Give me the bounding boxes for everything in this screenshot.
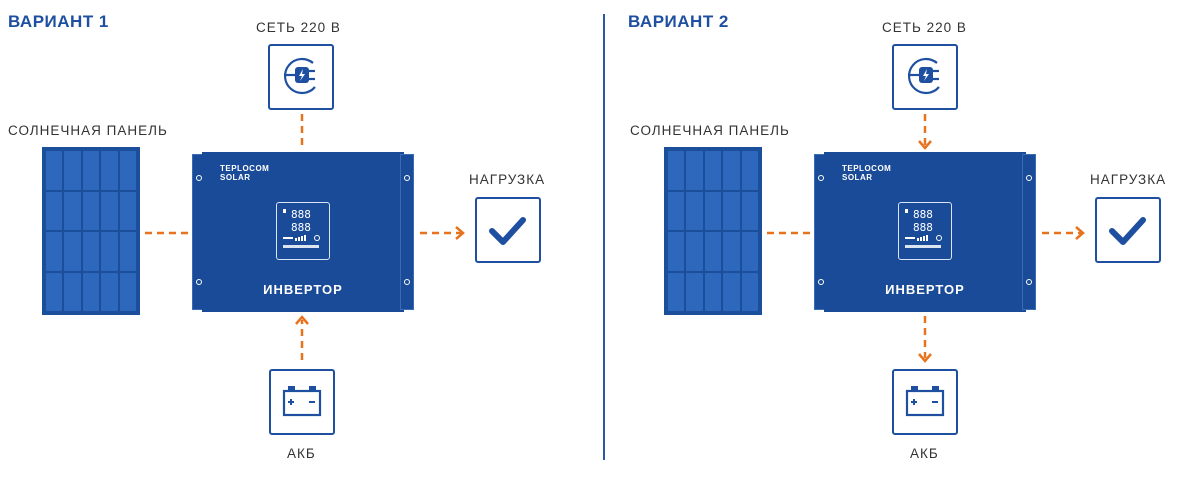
variant-1-title: ВАРИАНТ 1 — [8, 12, 109, 31]
v1-connectors — [145, 114, 465, 360]
battery-box — [269, 369, 335, 435]
inverter-rail-right — [1022, 154, 1036, 310]
inverter-title: ИНВЕРТОР — [885, 282, 965, 297]
load-box — [475, 197, 541, 263]
lcd-display-icon: 888 888 — [898, 202, 952, 260]
variant-2-title: ВАРИАНТ 2 — [628, 12, 729, 31]
solar-panel-icon — [664, 147, 762, 315]
brand-line1: TEPLOCOM — [220, 164, 270, 173]
battery-box — [892, 369, 958, 435]
v2-connectors — [767, 114, 1085, 363]
solar-label: СОЛНЕЧНАЯ ПАНЕЛЬ — [8, 123, 168, 138]
inverter-body — [202, 152, 404, 312]
checkmark-icon — [489, 217, 526, 245]
battery-icon — [905, 386, 945, 417]
svg-text:888: 888 — [913, 208, 933, 221]
power-plug-icon — [284, 57, 316, 95]
inverter-title: ИНВЕРТОР — [263, 282, 343, 297]
battery-icon — [282, 386, 322, 417]
power-plug-icon — [908, 57, 940, 95]
inverter-body — [824, 152, 1026, 312]
brand-line1: TEPLOCOM — [842, 164, 892, 173]
grid-label: СЕТЬ 220 В — [256, 20, 341, 35]
svg-text:888: 888 — [291, 208, 311, 221]
inverter-icon: TEPLOCOM SOLAR 888 888 ИНВЕРТОР — [192, 152, 414, 312]
solar-label: СОЛНЕЧНАЯ ПАНЕЛЬ — [630, 123, 790, 138]
inverter-rail-right — [400, 154, 414, 310]
variant-divider — [603, 14, 605, 460]
solar-panel-icon — [42, 147, 140, 315]
checkmark-icon — [1109, 217, 1146, 245]
inverter-icon: TEPLOCOM SOLAR 888 888 ИНВЕРТОР — [814, 152, 1036, 312]
svg-text:888: 888 — [913, 221, 933, 234]
grid-label: СЕТЬ 220 В — [882, 20, 967, 35]
battery-label: АКБ — [287, 446, 316, 461]
svg-text:888: 888 — [291, 221, 311, 234]
load-label: НАГРУЗКА — [469, 172, 546, 187]
grid-box — [892, 44, 958, 110]
variant-1: ВАРИАНТ 1 СЕТЬ 220 В СОЛНЕЧНАЯ ПАНЕЛЬ TE… — [8, 12, 546, 461]
lcd-display-icon: 888 888 — [276, 202, 330, 260]
load-box — [1095, 197, 1161, 263]
variant-2: ВАРИАНТ 2 СЕТЬ 220 В СОЛНЕЧНАЯ ПАНЕЛЬ TE… — [620, 0, 1178, 481]
brand-line2: SOLAR — [842, 173, 873, 182]
battery-label: АКБ — [910, 446, 939, 461]
brand-line2: SOLAR — [220, 173, 251, 182]
load-label: НАГРУЗКА — [1090, 172, 1167, 187]
grid-box — [268, 44, 334, 110]
